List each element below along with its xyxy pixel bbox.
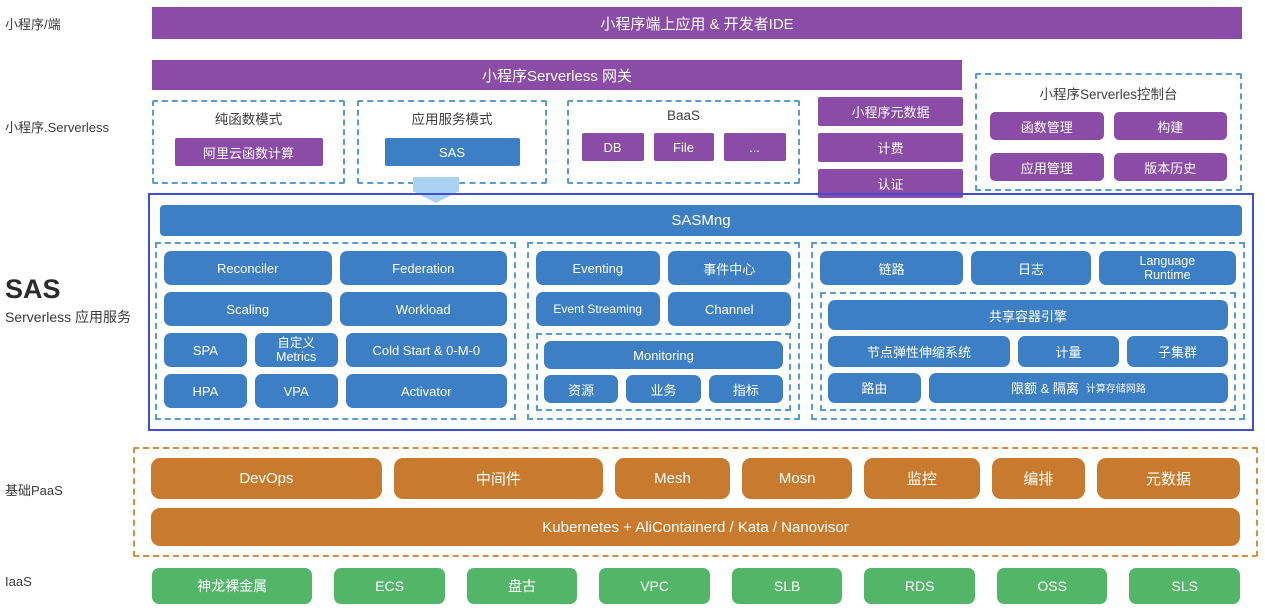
sas-runtime-column: 链路 日志 Language Runtime 共享容器引擎 节点弹性伸缩系统 计…: [811, 242, 1245, 420]
block-rds: RDS: [864, 568, 975, 604]
block-aliyun-function-compute: 阿里云函数计算: [174, 138, 323, 166]
block-tracing: 链路: [820, 251, 964, 285]
block-ecs: ECS: [334, 568, 445, 604]
block-oss: OSS: [996, 568, 1108, 604]
shared-container-group-box: 共享容器引擎 节点弹性伸缩系统 计量 子集群 路由 限额 & 隔离 计算存储网路: [820, 292, 1236, 411]
sas-eventing-column: Eventing 事件中心 Event Streaming Channel Mo…: [527, 242, 800, 420]
block-mesh: Mesh: [614, 458, 731, 499]
block-language-runtime: Language Runtime: [1098, 251, 1236, 285]
block-sls: SLS: [1129, 568, 1240, 604]
block-metering: 计量: [1017, 336, 1119, 367]
pure-function-mode-title: 纯函数模式: [214, 112, 283, 127]
block-workload: Workload: [339, 292, 507, 326]
side-label-sas-title: SAS: [5, 274, 61, 304]
block-version-history: 版本历史: [1113, 153, 1227, 181]
block-mini-program-metadata: 小程序元数据: [818, 97, 963, 126]
base-paas-box: DevOps 中间件 Mesh Mosn 监控 编排 元数据 Kubernete…: [133, 447, 1258, 557]
baas-title: BaaS: [666, 108, 701, 123]
block-scaling: Scaling: [164, 292, 332, 326]
serverless-gateway-bar: 小程序Serverless 网关: [152, 60, 962, 90]
monitoring-group-box: Monitoring 资源 业务 指标: [536, 333, 791, 411]
block-node-autoscaling: 节点弹性伸缩系统: [828, 336, 1010, 367]
serverless-console-box: 小程序Serverles控制台 函数管理 构建 应用管理 版本历史: [975, 73, 1242, 191]
side-label-paas: 基础PaaS: [5, 483, 63, 498]
block-event-center: 事件中心: [667, 251, 791, 285]
block-activator: Activator: [345, 374, 507, 408]
side-label-sas-subtitle: Serverless 应用服务: [5, 309, 132, 325]
block-shared-container-engine: 共享容器引擎: [828, 300, 1228, 331]
block-sasmng: SASMng: [160, 205, 1242, 236]
side-label-client: 小程序/端: [5, 17, 61, 32]
block-metadata: 元数据: [1097, 458, 1240, 499]
pure-function-mode-box: 纯函数模式 阿里云函数计算: [152, 100, 345, 184]
block-orchestration: 编排: [991, 458, 1086, 499]
block-metric: 指标: [708, 375, 783, 403]
block-quota-isolation: 限额 & 隔离 计算存储网路: [928, 372, 1228, 403]
serverless-console-title: 小程序Serverles控制台: [1039, 87, 1178, 102]
block-baas-more: ...: [723, 133, 786, 161]
side-label-serverless: 小程序.Serverless: [5, 120, 110, 135]
block-channel: Channel: [667, 292, 791, 326]
quota-isolation-suffix: 计算存储网路: [1085, 384, 1146, 396]
block-monitoring: Monitoring: [544, 341, 783, 369]
block-logging: 日志: [971, 251, 1091, 285]
block-resource: 资源: [544, 375, 619, 403]
block-routing: 路由: [828, 372, 921, 403]
block-business: 业务: [626, 375, 701, 403]
block-shenlong-bare-metal: 神龙裸金属: [152, 568, 313, 604]
iaas-row: 神龙裸金属 ECS 盘古 VPC SLB RDS OSS SLS: [152, 568, 1240, 604]
block-pangu: 盘古: [466, 568, 578, 604]
block-build: 构建: [1113, 112, 1227, 140]
baas-box: BaaS DB File ...: [567, 100, 800, 184]
block-middleware: 中间件: [393, 458, 603, 499]
app-service-mode-title: 应用服务模式: [411, 112, 493, 127]
block-sas: SAS: [384, 138, 520, 166]
app-ide-bar: 小程序端上应用 & 开发者IDE: [152, 7, 1242, 39]
block-spa: SPA: [164, 333, 247, 367]
block-hpa: HPA: [164, 374, 247, 408]
block-cold-start: Cold Start & 0-M-0: [345, 333, 507, 367]
block-federation: Federation: [339, 251, 507, 285]
side-label-iaas: IaaS: [5, 574, 32, 589]
sas-main-box: SASMng Reconciler Federation Scaling Wor…: [148, 193, 1254, 431]
block-app-mgmt: 应用管理: [990, 153, 1104, 181]
sas-scheduling-column: Reconciler Federation Scaling Workload S…: [155, 242, 516, 420]
block-reconciler: Reconciler: [164, 251, 332, 285]
block-billing: 计费: [818, 133, 963, 162]
block-subcluster: 子集群: [1126, 336, 1228, 367]
block-eventing: Eventing: [536, 251, 660, 285]
block-slb: SLB: [731, 568, 843, 604]
quota-isolation-label: 限额 & 隔离: [1010, 381, 1079, 397]
block-file: File: [653, 133, 714, 161]
block-vpa: VPA: [254, 374, 338, 408]
block-function-mgmt: 函数管理: [990, 112, 1104, 140]
block-mosn: Mosn: [742, 458, 853, 499]
block-kubernetes: Kubernetes + AliContainerd / Kata / Nano…: [151, 508, 1240, 546]
block-devops: DevOps: [151, 458, 382, 499]
block-monitor: 监控: [864, 458, 980, 499]
app-service-mode-box: 应用服务模式 SAS: [357, 100, 547, 184]
block-db: DB: [581, 133, 644, 161]
block-vpc: VPC: [599, 568, 710, 604]
block-custom-metrics: 自定义 Metrics: [254, 333, 338, 367]
block-event-streaming: Event Streaming: [536, 292, 660, 326]
